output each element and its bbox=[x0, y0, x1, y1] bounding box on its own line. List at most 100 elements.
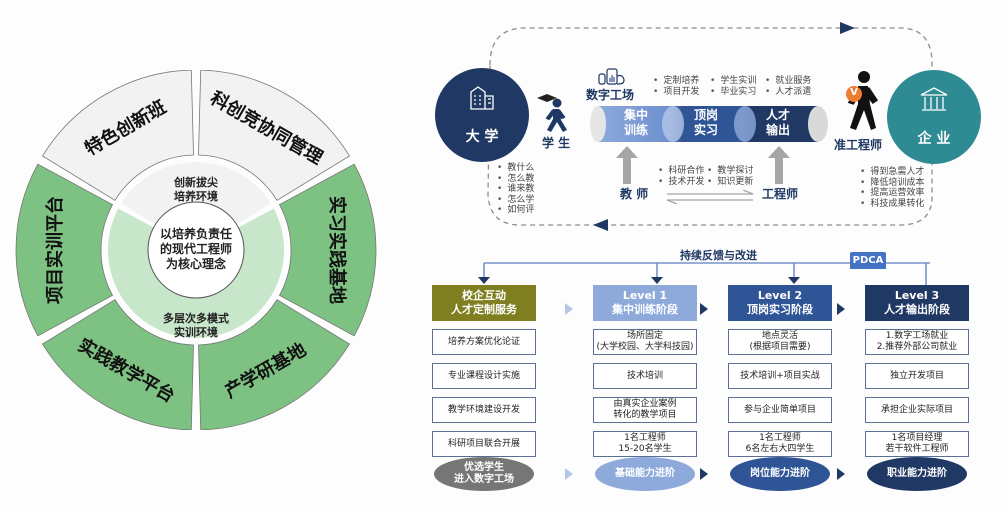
stage-cell-text: 1.数字工场就业 bbox=[885, 331, 949, 341]
next-stage-arrow-icon bbox=[837, 303, 845, 315]
down-arrow-icon bbox=[478, 277, 490, 284]
next-stage-arrow-icon bbox=[837, 468, 845, 480]
stage-cell: 场所固定(大学校园、大学科技园) bbox=[593, 329, 697, 355]
core-circle bbox=[147, 201, 245, 299]
stage-cell-text: 教学环境建设开发 bbox=[447, 404, 520, 415]
capability-oval-text: 岗位能力进阶 bbox=[750, 468, 810, 479]
loop-arrow-right-icon bbox=[840, 22, 855, 34]
feedback-label: 持续反馈与改进 bbox=[680, 249, 757, 262]
bullet-item: 科研合作 bbox=[658, 166, 704, 177]
bullet-item: 教学探讨 bbox=[707, 166, 753, 177]
down-arrow-icon bbox=[788, 277, 800, 284]
capability-oval-text: 优选学生 bbox=[464, 462, 504, 473]
pipe-text: 输出 bbox=[765, 123, 790, 137]
pre-engineer-badge: V bbox=[850, 87, 858, 98]
capability-oval-text: 职业能力进阶 bbox=[887, 468, 947, 479]
next-stage-arrow-icon bbox=[565, 468, 573, 480]
bullet-item: 项目开发 bbox=[653, 87, 699, 98]
university-label: 大 学 bbox=[465, 129, 499, 145]
mid-bullets-1: 科研合作 技术开发 bbox=[658, 166, 704, 188]
stage-cell-text: 场所固定 bbox=[626, 331, 663, 341]
university-node: 大 学 bbox=[435, 68, 529, 162]
pdca-text: PDCA bbox=[852, 255, 884, 266]
stage-cell: 地点灵活(根据项目需要) bbox=[728, 329, 832, 355]
training-pipeline bbox=[590, 106, 828, 142]
down-arrow-icon bbox=[651, 277, 663, 284]
top-bullets-3: 就业服务 人才派遣 bbox=[765, 76, 811, 98]
feedback-lines bbox=[478, 262, 930, 285]
loop-arrow-left-icon bbox=[593, 219, 608, 231]
pipe-stage-3: 人才 输出 bbox=[748, 108, 808, 138]
enterprise-label: 企 业 bbox=[917, 131, 951, 147]
stage-cell: 技术培训 bbox=[593, 363, 697, 389]
stage-cell-text: 15-20名学生 bbox=[618, 444, 672, 454]
teacher-up-arrow-icon bbox=[616, 146, 638, 184]
stage-header-text: 顶岗实习阶段 bbox=[747, 303, 813, 316]
pipe-stage-2: 顶岗 实习 bbox=[676, 108, 736, 138]
stage-cell-text: 1名项目经理 bbox=[891, 433, 943, 443]
inner-bottom-text: 多层次多模式 bbox=[163, 311, 229, 325]
stage-cell: 教学环境建设开发 bbox=[432, 397, 536, 423]
building-icon bbox=[470, 86, 494, 110]
next-stage-arrow-icon bbox=[700, 468, 708, 480]
stage-cell: 独立开发项目 bbox=[865, 363, 969, 389]
wheel-segment-label: 项目实训平台 bbox=[44, 196, 66, 304]
stage-cell: 专业课程设计实施 bbox=[432, 363, 536, 389]
stage-cell-text: 独立开发项目 bbox=[889, 370, 944, 381]
mid-bullets-2: 教学探讨 知识更新 bbox=[707, 166, 753, 188]
top-bullets-1: 定制培养 项目开发 bbox=[653, 76, 699, 98]
stage-cell: 1名项目经理若干软件工程师 bbox=[865, 431, 969, 457]
pipe-text: 实习 bbox=[693, 123, 718, 137]
core-concept-text: 的现代工程师 bbox=[160, 241, 232, 256]
stage-cell-text: 2.推荐外部公司就业 bbox=[876, 342, 958, 352]
enterprise-bullets: 得到急需人才 降低培训成本 提高运营效率 科技成果转化 bbox=[860, 167, 924, 209]
capability-oval: 岗位能力进阶 bbox=[730, 457, 830, 491]
stage-cell-text: 技术培训+项目实战 bbox=[740, 370, 820, 381]
capability-oval: 优选学生进入数字工场 bbox=[434, 457, 534, 491]
stage-cell: 承担企业实际项目 bbox=[865, 397, 969, 423]
engineer-label: 工程师 bbox=[762, 187, 799, 201]
stage-cell: 培养方案优化论证 bbox=[432, 329, 536, 355]
inner-top-text: 创新拔尖 bbox=[173, 175, 218, 189]
capability-oval: 基础能力进阶 bbox=[595, 457, 695, 491]
stage-cell-text: 若干软件工程师 bbox=[885, 444, 949, 454]
stage-header-text: 校企互动 bbox=[462, 289, 506, 302]
teacher-label: 教 师 bbox=[620, 187, 649, 201]
pdca-badge: PDCA bbox=[850, 252, 886, 269]
bullet-item: 如何评 bbox=[497, 205, 534, 216]
stage-header-text: Level 1 bbox=[622, 289, 668, 302]
stage-cell-text: 地点灵活 bbox=[761, 331, 798, 341]
stage-header-text: 人才输出阶段 bbox=[884, 303, 950, 316]
bullet-item: 知识更新 bbox=[707, 177, 753, 188]
bullet-item: 降低培训成本 bbox=[860, 178, 924, 189]
bullet-item: 技术开发 bbox=[658, 177, 704, 188]
stage-cell-text: 1名工程师 bbox=[759, 433, 801, 443]
bullet-item: 提高运营效率 bbox=[860, 188, 924, 199]
stage-cell-text: 培养方案优化论证 bbox=[447, 336, 520, 347]
inner-top-text: 培养环境 bbox=[174, 189, 218, 203]
pipe-text: 人才 bbox=[765, 108, 790, 122]
bullet-item: 教什么 bbox=[497, 163, 534, 174]
capability-oval: 职业能力进阶 bbox=[867, 457, 967, 491]
pipe-stage-1: 集中 训练 bbox=[606, 108, 666, 138]
stage-cell: 参与企业简单项目 bbox=[728, 397, 832, 423]
pipe-text: 集中 bbox=[623, 108, 648, 122]
bullet-item: 怎么教 bbox=[497, 174, 534, 185]
digital-factory-icon bbox=[598, 68, 625, 85]
bullet-item: 科技成果转化 bbox=[860, 199, 924, 210]
bullet-item: 人才派遣 bbox=[765, 87, 811, 98]
pre-engineer-walking-icon bbox=[846, 71, 879, 130]
stage-cell: 科研项目联合开展 bbox=[432, 431, 536, 457]
wheel-segment bbox=[41, 70, 194, 201]
student-walking-icon bbox=[537, 94, 567, 132]
stage-cell-text: (大学校园、大学科技园) bbox=[596, 342, 694, 352]
next-stage-arrow-icon bbox=[565, 303, 573, 315]
capability-oval-text: 进入数字工场 bbox=[454, 474, 514, 485]
stage-header-text: 集中训练阶段 bbox=[612, 303, 678, 316]
enterprise-node: 企 业 bbox=[887, 70, 981, 164]
